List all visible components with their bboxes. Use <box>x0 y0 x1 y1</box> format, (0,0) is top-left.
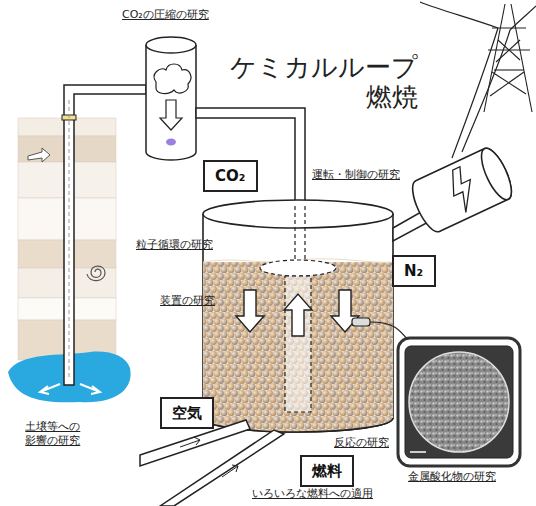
spiral-symbol <box>87 266 105 281</box>
box-text: N₂ <box>404 262 423 280</box>
stream-label-box: CO₂ <box>203 160 258 192</box>
research-label: 運転・制御の研究 <box>312 168 400 182</box>
box-text: CO₂ <box>215 167 245 185</box>
box-text: 空気 <box>172 404 202 422</box>
box-text: 燃料 <box>312 462 342 480</box>
transmission-tower <box>484 4 532 112</box>
diagram-title: ケミカルループ 燃焼 <box>228 52 418 112</box>
reactor <box>203 200 393 437</box>
stream-label-box: N₂ <box>392 255 436 287</box>
research-label: 反応の研究 <box>334 436 389 450</box>
co2-outlet-pipe <box>196 108 305 206</box>
research-label: 粒子循環の研究 <box>136 238 213 252</box>
stream-label-box: 空気 <box>160 397 214 429</box>
research-label: いろいろな燃料への適用 <box>252 487 373 501</box>
metal-oxide-image <box>398 338 520 466</box>
research-label: CO₂の圧縮の研究 <box>122 8 209 22</box>
flow-arrow-symbol <box>28 148 50 162</box>
generator <box>407 144 518 235</box>
stream-label-box: 燃料 <box>300 455 354 487</box>
co2-pipe <box>62 85 146 385</box>
research-label: 土壌等への 影響の研究 <box>22 420 84 448</box>
compressor-cylinder <box>146 37 196 160</box>
research-label: 装置の研究 <box>160 294 215 308</box>
power-line <box>420 2 536 158</box>
research-label: 金属酸化物の研究 <box>408 470 496 484</box>
probe <box>352 318 370 326</box>
